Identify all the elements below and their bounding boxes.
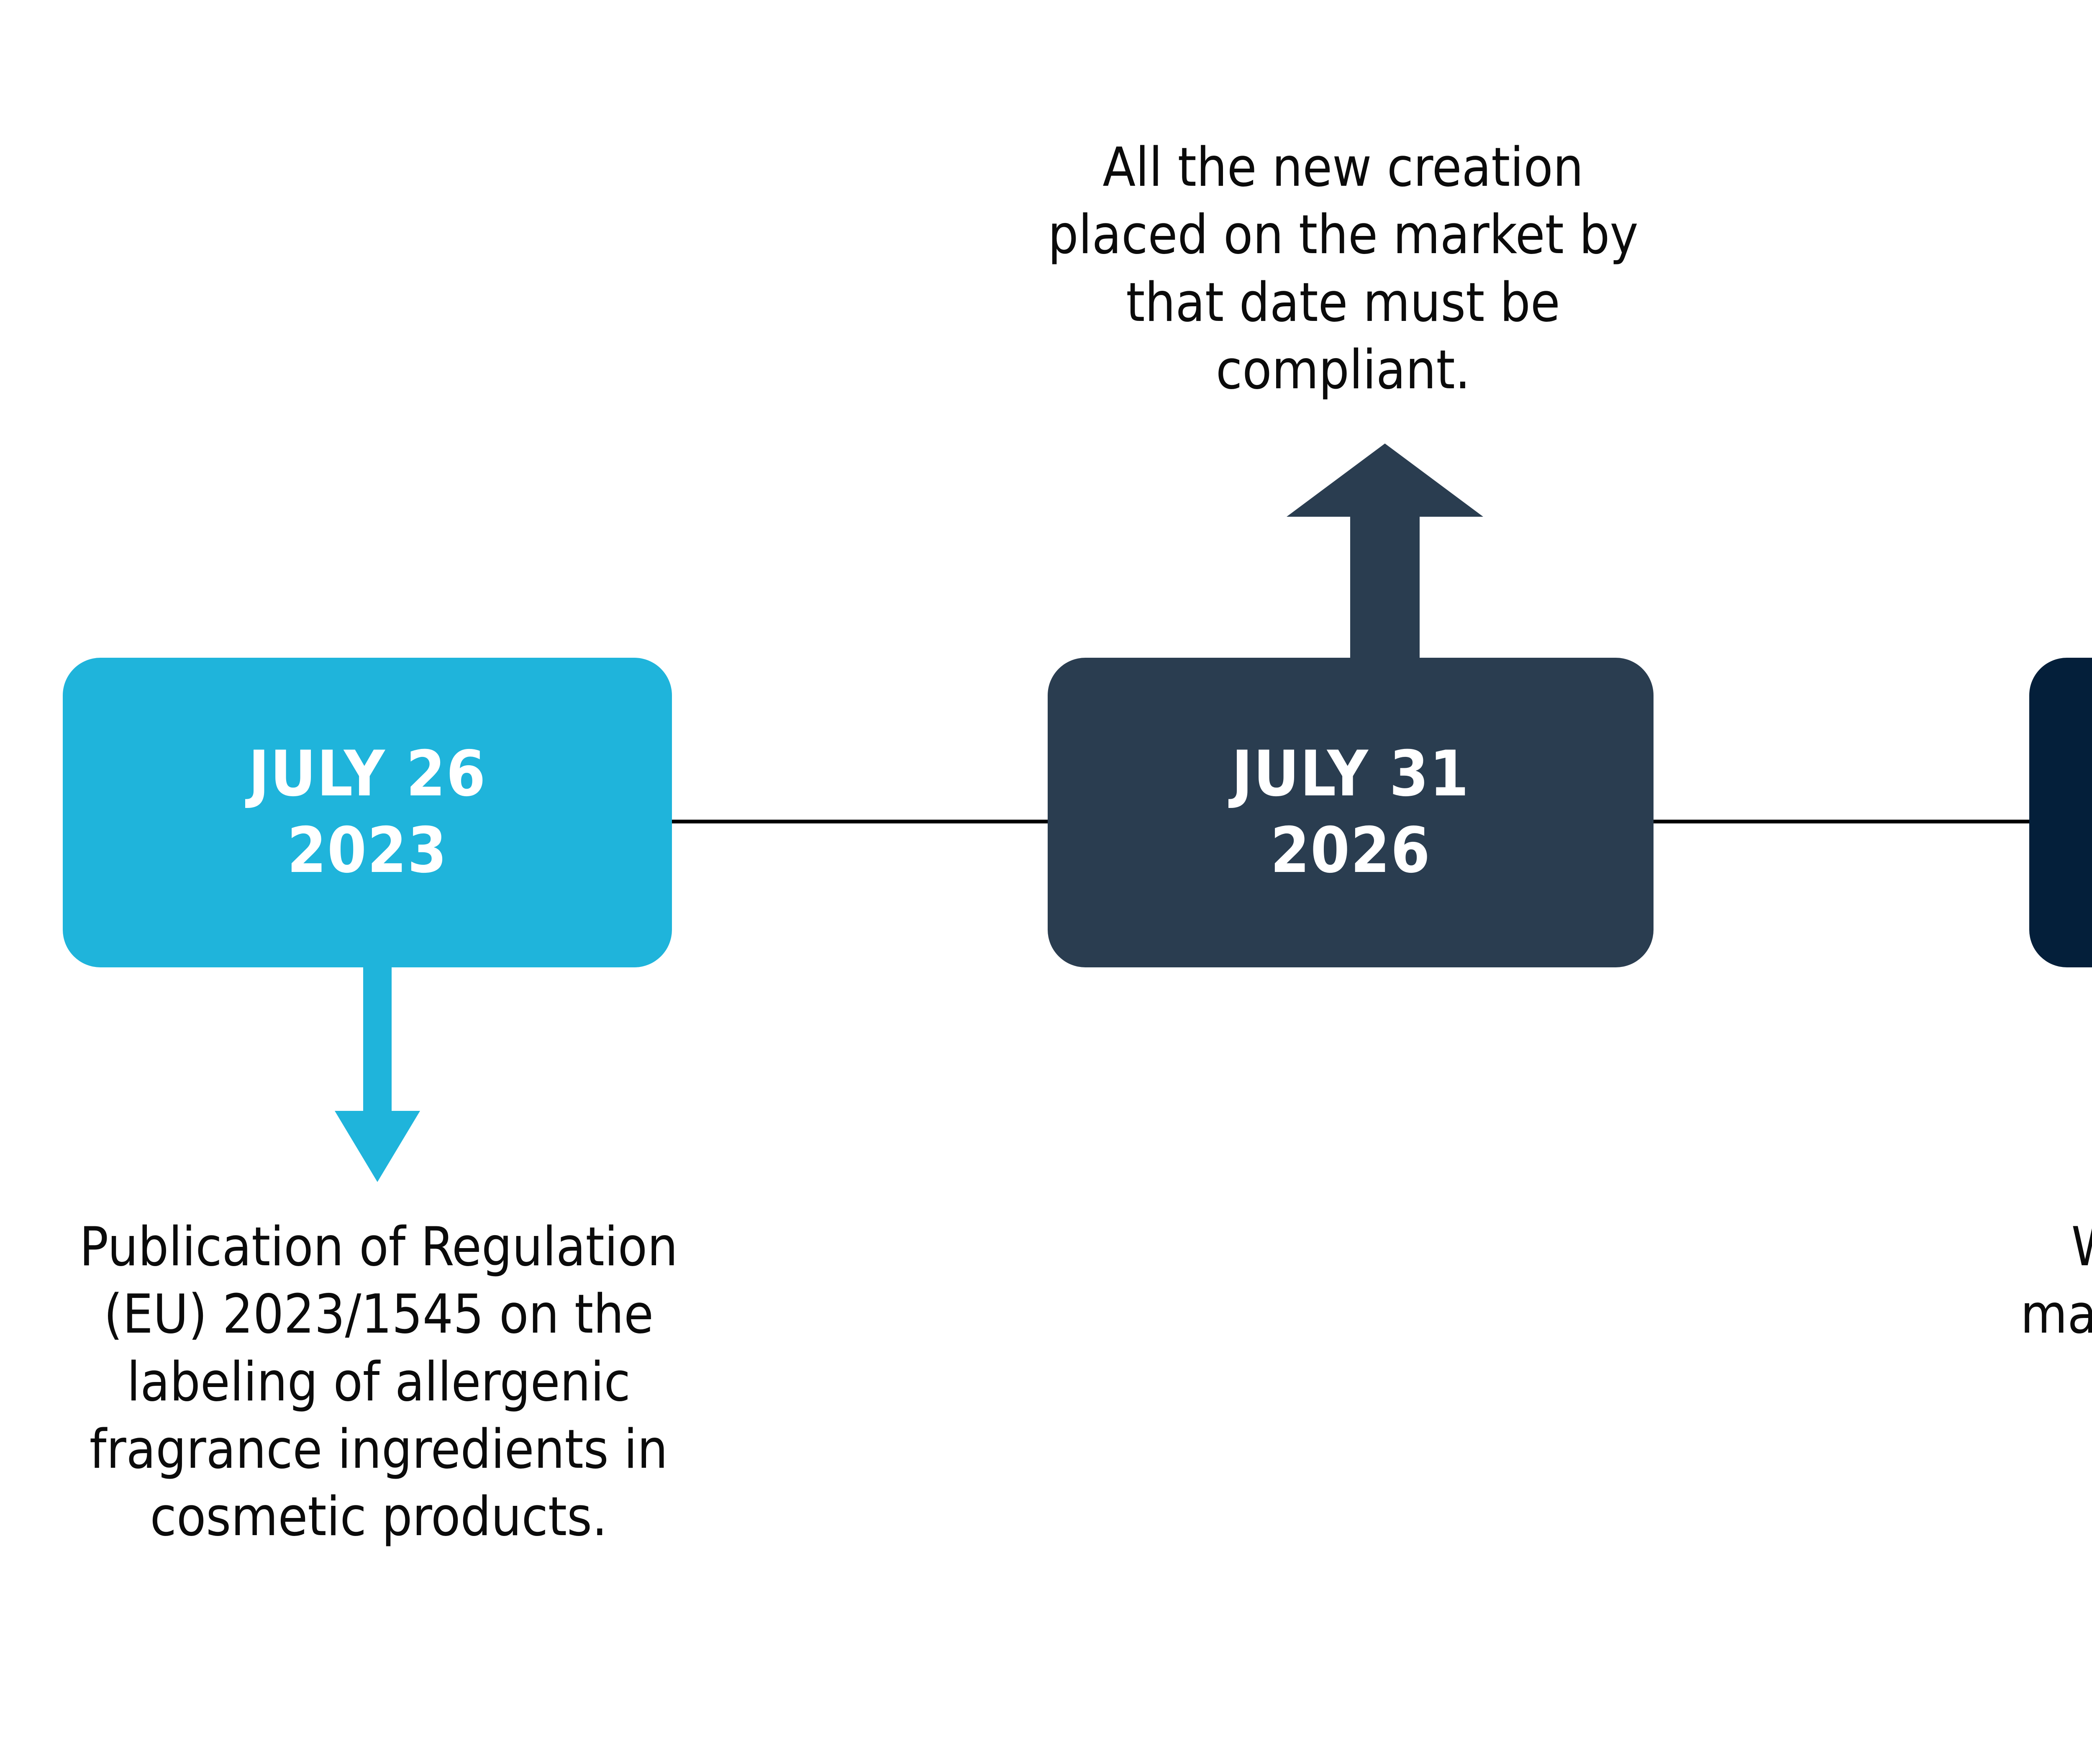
caption-bottom-2028: Withdrawal from the market of non-compli… [2020, 1216, 2092, 1346]
milestone-date-2026: JULY 31 [1231, 738, 1470, 810]
arrow-down-icon-cyan [335, 954, 420, 1182]
caption-bottom-2023: Publication of Regulation (EU) 2023/1545… [79, 1216, 678, 1549]
milestone-year-2023: 2023 [287, 814, 448, 887]
caption-top-2026: All the new creation placed on the marke… [1048, 136, 1638, 401]
milestone-box-2023[interactable]: JULY 26 2023 [63, 658, 672, 967]
milestone-box-2028[interactable]: JULY 31 2028 [2029, 658, 2092, 967]
milestone-date-2023: JULY 26 [248, 738, 487, 810]
arrow-up-icon [1287, 444, 1483, 672]
connector-line-1 [668, 820, 1053, 823]
milestone-box-2026[interactable]: JULY 31 2026 [1048, 658, 1654, 967]
connector-line-2 [1649, 820, 2034, 823]
milestone-year-2026: 2026 [1270, 814, 1431, 887]
